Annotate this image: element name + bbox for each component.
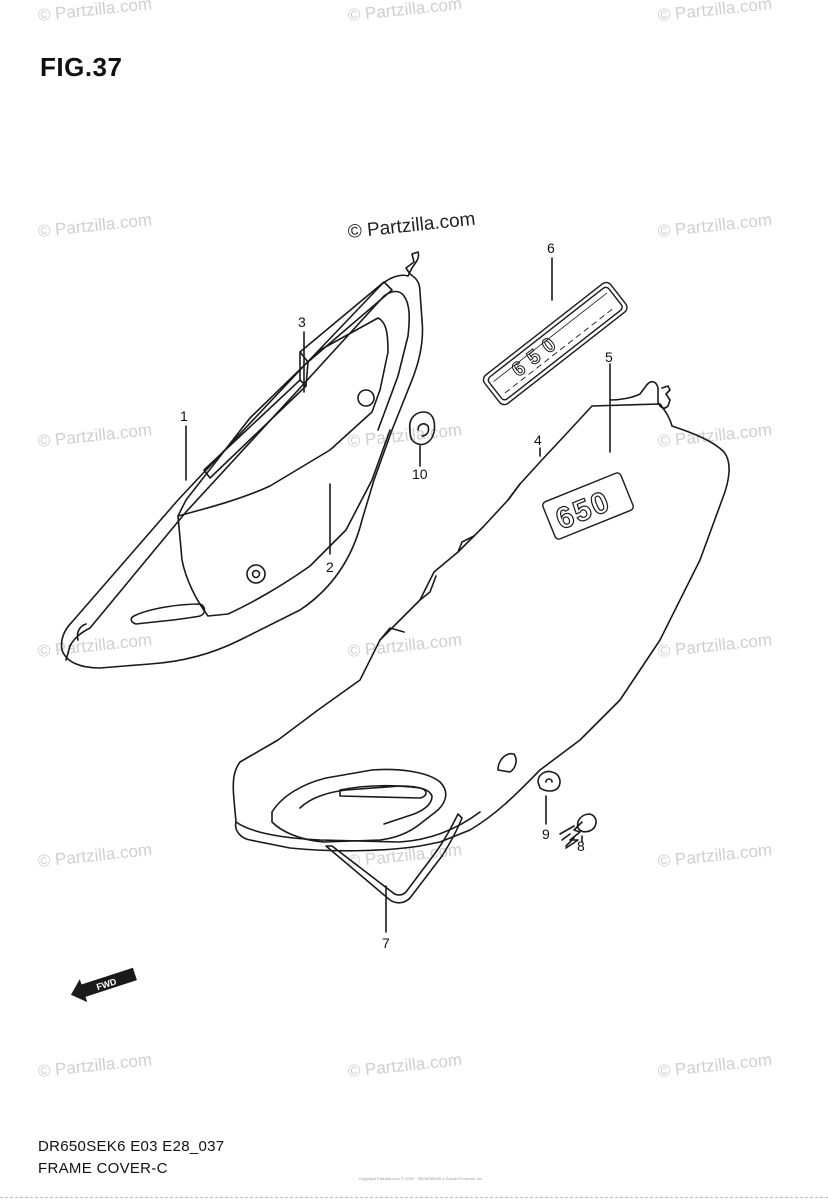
part-4-vent-outer: [271, 768, 447, 843]
part-1-inner-rim: [69, 290, 410, 647]
callout-7[interactable]: 7: [382, 935, 390, 951]
fwd-direction-arrow: FWD: [70, 967, 137, 1003]
callout-10[interactable]: 10: [412, 466, 428, 482]
model-code: DR650SEK6 E03 E28_037: [38, 1138, 225, 1155]
callout-8[interactable]: 8: [577, 838, 585, 854]
callout-4[interactable]: 4: [534, 432, 542, 448]
part-1-left-frame-cover: [60, 251, 424, 669]
callout-9[interactable]: 9: [542, 826, 550, 842]
part-9-washer: [537, 770, 561, 792]
callout-3[interactable]: 3: [298, 314, 306, 330]
part-3-trim-strip: [299, 281, 393, 363]
part-2-inner-panel: [177, 317, 389, 517]
part-1-slot: [130, 603, 206, 625]
section-name: FRAME COVER-C: [38, 1160, 168, 1177]
part-3-trim-strip-lower: [203, 379, 307, 479]
part-2-lower-body: [177, 429, 391, 617]
part-2-grommet-top: [357, 389, 375, 407]
part-7-lower-trim: [325, 813, 463, 904]
part-6-decal: 650: [482, 281, 628, 406]
part-10-nut: [408, 411, 436, 446]
callout-6[interactable]: 6: [547, 240, 555, 256]
part-10-nut-face: [417, 423, 430, 437]
callout-1[interactable]: 1: [180, 408, 188, 424]
part-2-grommet-bottom-inner: [251, 569, 261, 579]
part-9-washer-hole: [545, 778, 553, 783]
part-4-notch-step: [379, 483, 521, 641]
part-5-decal-text: 650: [551, 485, 615, 537]
figure-title: FIG.37: [40, 52, 123, 82]
part-8-bolt-head: [576, 813, 597, 833]
part-8-bolt-shank: [565, 821, 583, 849]
part-1-front-edge: [65, 623, 87, 661]
part-5-decal: 650: [542, 472, 634, 540]
part-4-mount-hole: [497, 752, 517, 773]
part-4-vent-inner: [299, 785, 433, 825]
part-3-trim-join: [299, 351, 309, 387]
copyright-notice: Copyright Partzilla.com © 2023 · 7BV4K88…: [358, 1176, 484, 1181]
page-bottom-border: [0, 1197, 828, 1198]
part-4-vent-slot: [339, 785, 427, 799]
part-4-right-frame-cover: [232, 380, 730, 852]
part-8-bolt-thread: [559, 825, 575, 847]
callout-5[interactable]: 5: [605, 349, 613, 365]
callout-2[interactable]: 2: [326, 559, 334, 575]
part-2-grommet-bottom: [246, 564, 266, 584]
